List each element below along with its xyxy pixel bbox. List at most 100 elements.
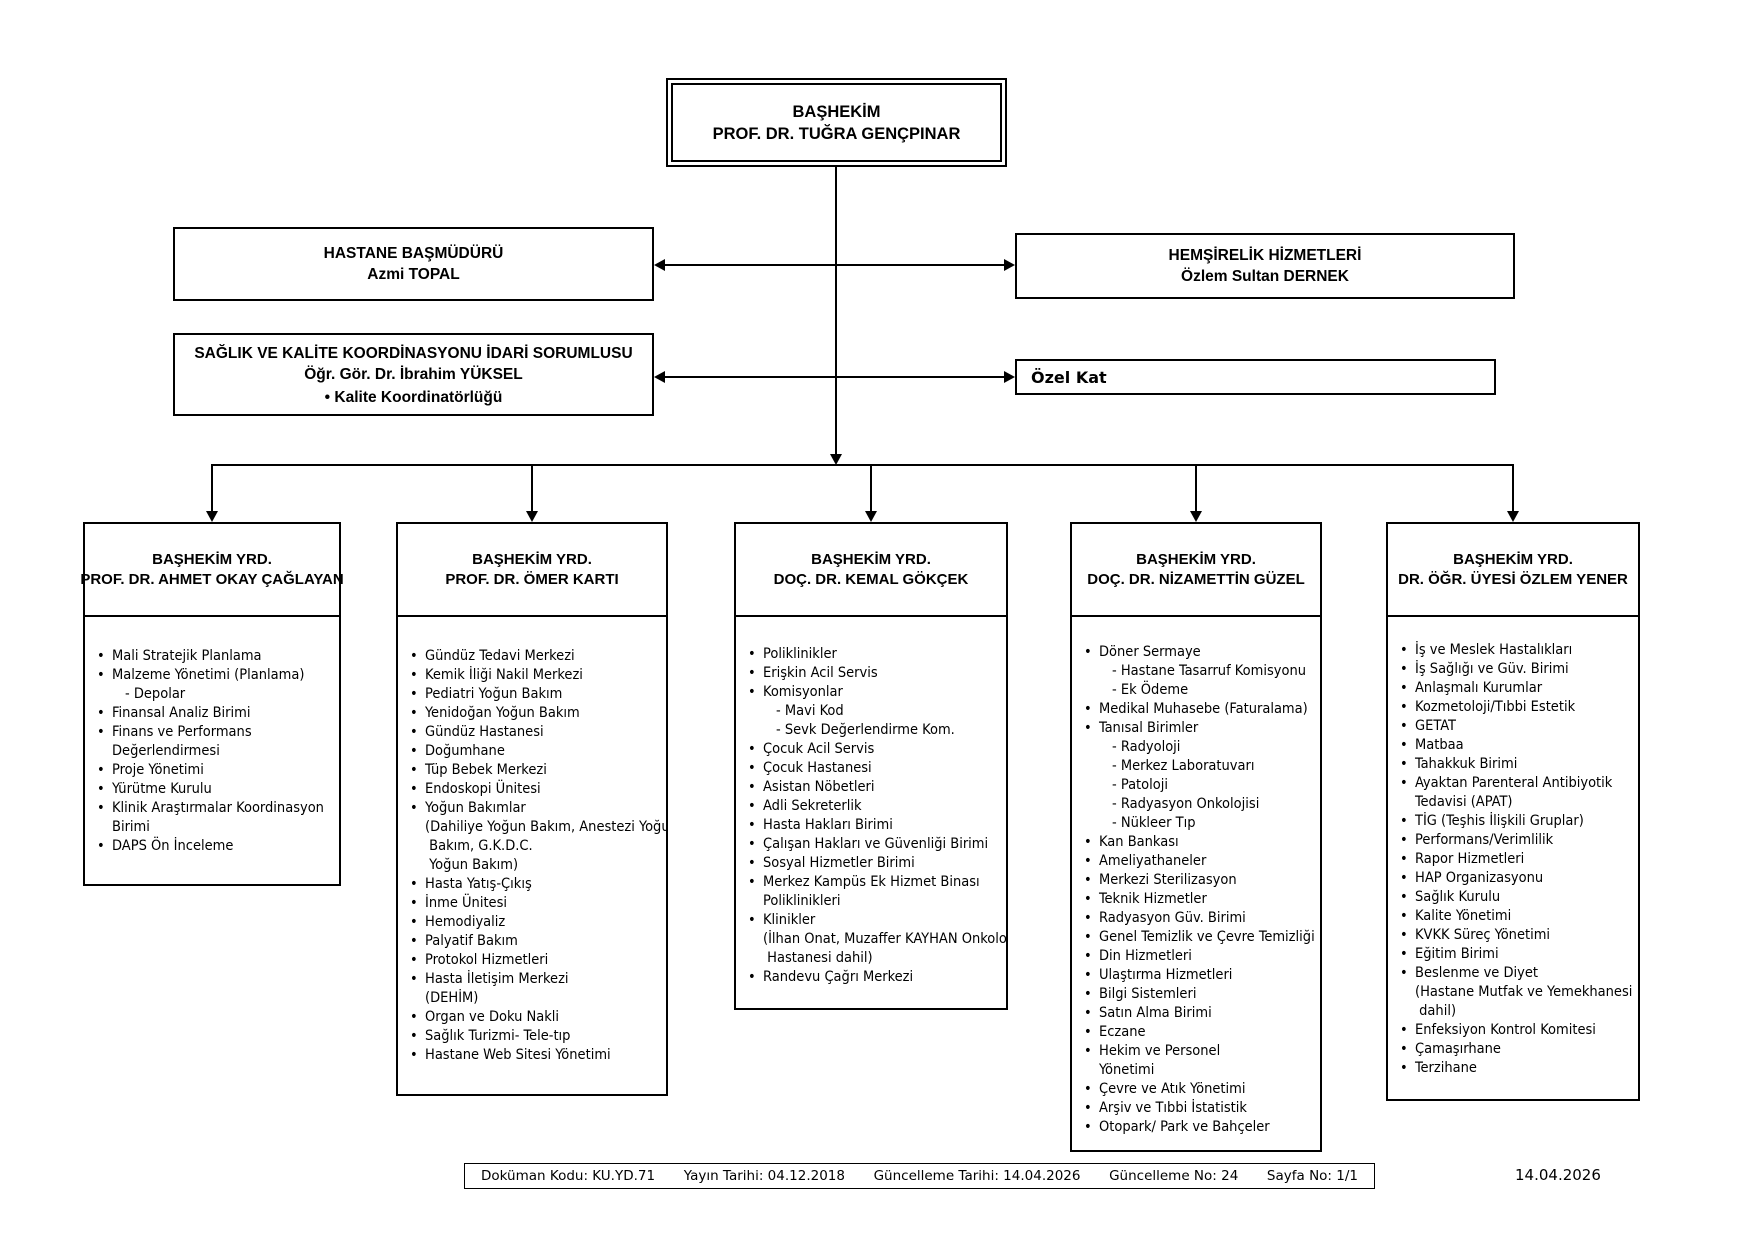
column-item: Çocuk Acil Servis	[746, 740, 1000, 759]
column-item: Poliklinikler	[746, 645, 1000, 664]
column-item: - Nükleer Tıp	[1112, 815, 1196, 831]
column-item: Bilgi Sistemleri	[1082, 985, 1314, 1004]
column-item: Hasta Hakları Birimi	[746, 816, 1000, 835]
column-item: Hastane Web Sitesi Yönetimi	[408, 1046, 660, 1065]
column-item: Yoğun Bakım)	[425, 857, 519, 873]
saglik-kalite-box: SAĞLIK VE KALİTE KOORDİNASYONU İDARİ SOR…	[173, 333, 654, 416]
column-box: BAŞHEKİM YRD.PROF. DR. ÖMER KARTI Gündüz …	[396, 522, 668, 1096]
column-item: İnme Ünitesi	[408, 894, 660, 913]
column-item: Gündüz Tedavi Merkezi	[408, 647, 660, 666]
column-item: Malzeme Yönetimi (Planlama)	[95, 666, 333, 685]
column-item: TİG (Teşhis İlişkili Gruplar)	[1398, 812, 1632, 831]
footer-issue-date: Yayın Tarihi: 04.12.2018	[683, 1168, 845, 1184]
column-subtitle: PROF. DR. ÖMER KARTI	[445, 570, 619, 588]
column-item: Yönetimi	[1099, 1062, 1155, 1078]
arrowhead-into-hemsirelik	[1004, 259, 1015, 271]
column-item: - Patoloji	[1112, 777, 1169, 793]
column-item: Merkezi Sterilizasyon	[1082, 871, 1314, 890]
column-item: Klinikler	[746, 911, 1000, 930]
column-item-list: Döner Sermaye- Hastane Tasarruf Komisyon…	[1072, 617, 1320, 1137]
column-item: Tüp Bebek Merkezi	[408, 761, 660, 780]
column-item: Eğitim Birimi	[1398, 945, 1632, 964]
column-item: Erişkin Acil Servis	[746, 664, 1000, 683]
column-item: Matbaa	[1398, 736, 1632, 755]
column-item: Anlaşmalı Kurumlar	[1398, 679, 1632, 698]
footer-page-no: Sayfa No: 1/1	[1266, 1168, 1358, 1184]
column-header: BAŞHEKİM YRD. PROF. DR. AHMET OKAY ÇAĞLAY…	[80, 524, 344, 617]
arrowhead-column-down	[1190, 511, 1202, 522]
column-box: BAŞHEKİM YRD.DOÇ. DR. KEMAL GÖKÇEKPolikl…	[734, 522, 1008, 1010]
column-subtitle: DR. ÖĞR. ÜYESİ ÖZLEM YENER	[1398, 570, 1628, 588]
column-item: Din Hizmetleri	[1082, 947, 1314, 966]
column-item-list: PolikliniklerErişkin Acil ServisKomisyon…	[736, 617, 1006, 987]
column-header: BAŞHEKİM YRD. DR. ÖĞR. ÜYESİ ÖZLEM YENER	[1388, 524, 1638, 617]
column-title: BAŞHEKİM YRD.	[152, 550, 272, 568]
column-item: Medikal Muhasebe (Faturalama)	[1082, 700, 1314, 719]
column-item: Pediatri Yoğun Bakım	[408, 685, 660, 704]
column-item: - Merkez Laboratuvarı	[1112, 758, 1255, 774]
column-item: Hemodiyaliz	[408, 913, 660, 932]
column-item: Yenidoğan Yoğun Bakım	[408, 704, 660, 723]
column-item-list: İş ve Meslek Hastalıklarıİş Sağlığı ve G…	[1388, 617, 1638, 1078]
column-item: Rapor Hizmetleri	[1398, 850, 1632, 869]
column-item: Hekim ve Personel	[1082, 1042, 1314, 1061]
connector-column-drop	[870, 466, 872, 513]
saglik-name: Öğr. Gör. Dr. İbrahim YÜKSEL	[304, 365, 523, 383]
column-item: Doğumhane	[408, 742, 660, 761]
arrowhead-into-hastane	[654, 259, 665, 271]
column-item: (Dahiliye Yoğun Bakım, Anestezi Yoğun	[425, 819, 666, 835]
column-item: Kemik İliği Nakil Merkezi	[408, 666, 660, 685]
column-item: - Sevk Değerlendirme Kom.	[776, 722, 955, 738]
column-item: - Depolar	[125, 686, 186, 702]
saglik-bullet-item: Kalite Koordinatörlüğü	[325, 389, 502, 407]
column-item: Gündüz Hastanesi	[408, 723, 660, 742]
column-item: Performans/Verimlilik	[1398, 831, 1632, 850]
arrowhead-into-ozelkat	[1004, 371, 1015, 383]
column-item: Ayaktan Parenteral Antibiyotik	[1398, 774, 1632, 793]
column-title: BAŞHEKİM YRD.	[1453, 550, 1573, 568]
footer-update-no: Güncelleme No: 24	[1109, 1168, 1239, 1184]
column-item: Radyasyon Güv. Birimi	[1082, 909, 1314, 928]
column-item: Arşiv ve Tıbbi İstatistik	[1082, 1099, 1314, 1118]
column-item-list: Mali Stratejik PlanlamaMalzeme Yönetimi …	[85, 617, 339, 856]
column-item: dahil)	[1415, 1003, 1457, 1019]
column-item: Ameliyathaneler	[1082, 852, 1314, 871]
column-item: Yürütme Kurulu	[95, 780, 333, 799]
column-item: Beslenme ve Diyet	[1398, 964, 1632, 983]
column-item: Eczane	[1082, 1023, 1314, 1042]
footer-update-date: Güncelleme Tarihi: 14.04.2026	[873, 1168, 1081, 1184]
column-item: Poliklinikleri	[763, 893, 841, 909]
connector-column-drop	[211, 466, 213, 513]
column-item: Kozmetoloji/Tıbbi Estetik	[1398, 698, 1632, 717]
bashekim-root-box-inner: BAŞHEKİM PROF. DR. TUĞRA GENÇPINAR	[671, 83, 1002, 162]
root-name: PROF. DR. TUĞRA GENÇPINAR	[712, 124, 961, 143]
connector-root-vertical	[835, 167, 837, 455]
column-item: Merkez Kampüs Ek Hizmet Binası	[746, 873, 1000, 892]
connector-column-drop	[531, 466, 533, 513]
column-header: BAŞHEKİM YRD.PROF. DR. ÖMER KARTI	[398, 524, 666, 617]
arrowhead-root-down	[830, 454, 842, 465]
column-item: İş ve Meslek Hastalıkları	[1398, 641, 1632, 660]
column-item: Terzihane	[1398, 1059, 1632, 1078]
footer-bar: Doküman Kodu: KU.YD.71 Yayın Tarihi: 04.…	[464, 1163, 1375, 1189]
column-subtitle: PROF. DR. AHMET OKAY ÇAĞLAYAN	[80, 570, 344, 588]
column-item: Hastanesi dahil)	[763, 950, 873, 966]
column-item: Sosyal Hizmetler Birimi	[746, 854, 1000, 873]
column-item: Genel Temizlik ve Çevre Temizliği	[1082, 928, 1315, 947]
connector-hastane-hemsirelik	[663, 264, 1007, 266]
corner-date: 14.04.2026	[1515, 1166, 1601, 1184]
column-item: Palyatif Bakım	[408, 932, 660, 951]
column-item: Kalite Yönetimi	[1398, 907, 1632, 926]
column-item: Endoskopi Ünitesi	[408, 780, 660, 799]
ozel-kat-box: Özel Kat	[1015, 359, 1496, 395]
column-item: Değerlendirmesi	[112, 743, 220, 759]
column-item: - Radyasyon Onkolojisi	[1112, 796, 1260, 812]
column-item: Proje Yönetimi	[95, 761, 333, 780]
column-item: (DEHİM)	[425, 990, 479, 1006]
column-item: Sağlık Kurulu	[1398, 888, 1632, 907]
column-header: BAŞHEKİM YRD.DOÇ. DR. KEMAL GÖKÇEK	[736, 524, 1006, 617]
hastane-name: Azmi TOPAL	[367, 266, 460, 283]
bashekim-root-box: BAŞHEKİM PROF. DR. TUĞRA GENÇPINAR	[666, 78, 1007, 167]
column-item: Sağlık Turizmi- Tele-tıp	[408, 1027, 660, 1046]
